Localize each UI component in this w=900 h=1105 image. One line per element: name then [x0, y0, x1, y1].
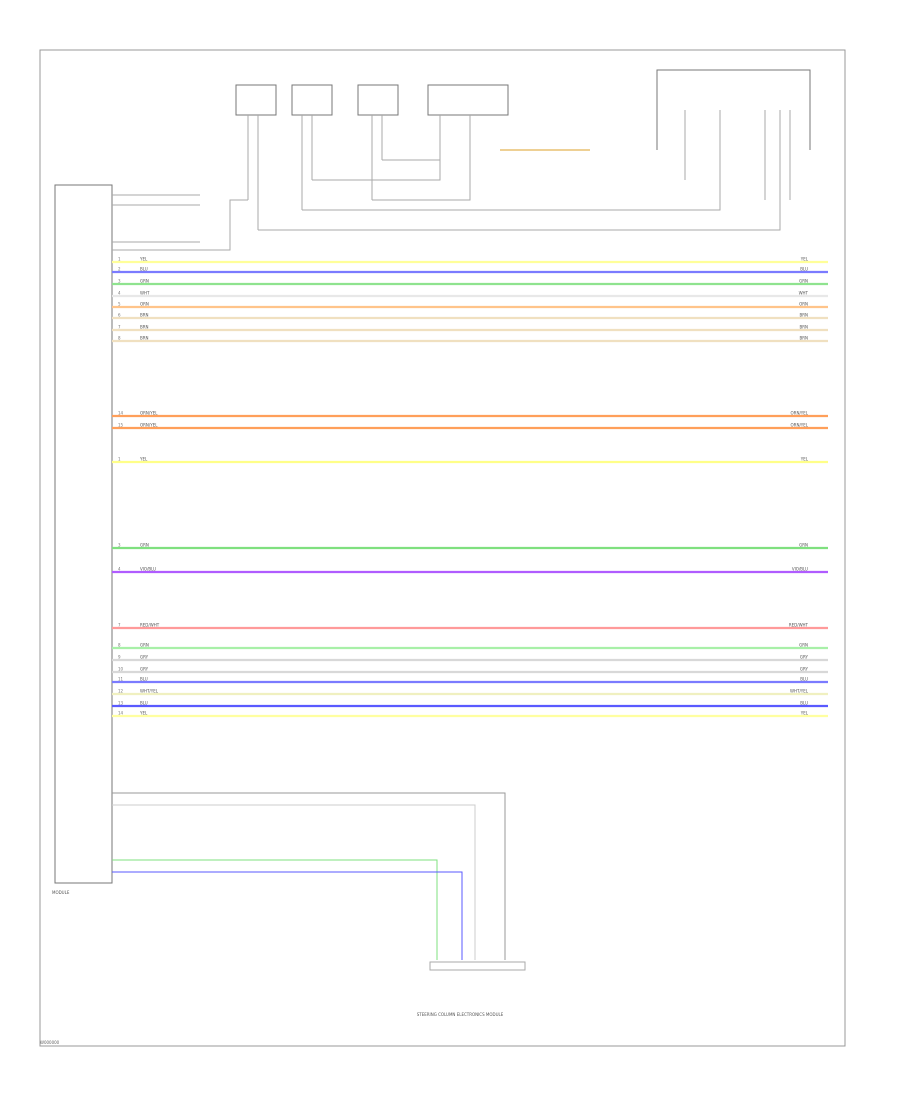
upper-pin-6: 7: [118, 325, 121, 330]
lower-end-label-7: GRY: [800, 655, 809, 660]
upper-end-label-0: YEL: [800, 257, 809, 262]
upper-end-label-4: ORN: [799, 302, 808, 307]
upper-color-label-3: WHT: [140, 291, 150, 296]
lower-color-label-4: VIO/BLU: [140, 567, 156, 572]
lower-color-label-12: YEL: [139, 711, 148, 716]
upper-end-label-2: GRN: [799, 279, 808, 284]
lower-color-label-0: ORN/YEL: [140, 411, 158, 416]
lower-end-label-9: BLU: [800, 677, 808, 682]
upper-pin-0: 1: [118, 257, 121, 262]
upper-color-label-0: YEL: [139, 257, 148, 262]
top-wiring: [112, 110, 791, 251]
lower-end-label-12: YEL: [800, 711, 809, 716]
lower-pin-7: 9: [118, 655, 121, 660]
lower-end-label-11: BLU: [800, 701, 808, 706]
upper-color-label-1: BLU: [140, 267, 148, 272]
lower-pin-0: 14: [118, 411, 124, 416]
lower-color-label-2: YEL: [139, 457, 148, 462]
frame: [39, 49, 846, 1047]
lower-pin-11: 13: [118, 701, 124, 706]
lower-color-label-10: WHT/YEL: [140, 689, 159, 694]
lower-end-label-10: WHT/YEL: [790, 689, 809, 694]
lower-color-label-8: GRY: [140, 667, 149, 672]
lower-color-label-11: BLU: [140, 701, 148, 706]
upper-color-label-6: BRN: [140, 325, 149, 330]
upper-end-label-3: WHT: [799, 291, 809, 296]
lower-end-label-6: GRN: [799, 643, 808, 648]
lower-color-label-3: GRN: [140, 543, 149, 548]
lower-end-label-0: ORN/YEL: [791, 411, 809, 416]
upper-pin-7: 8: [118, 336, 121, 341]
upper-color-label-5: BRN: [140, 313, 149, 318]
upper-pin-1: 2: [118, 267, 121, 272]
lower-pin-1: 15: [118, 423, 124, 428]
lower-pin-3: 3: [118, 543, 121, 548]
lower-pin-5: 7: [118, 623, 121, 628]
lower-pin-2: 1: [118, 457, 121, 462]
lower-end-label-5: RED/WHT: [789, 623, 809, 628]
upper-end-label-7: BRN: [799, 336, 808, 341]
upper-end-label-1: BLU: [800, 267, 808, 272]
lower-end-label-1: ORN/YEL: [791, 423, 809, 428]
lower-pin-8: 10: [118, 667, 124, 672]
upper-color-label-2: GRN: [140, 279, 149, 284]
bottom-wiring: [112, 792, 526, 971]
upper-color-label-7: BRN: [140, 336, 149, 341]
upper-pin-2: 3: [118, 279, 121, 284]
upper-pin-3: 4: [118, 291, 121, 296]
lower-end-label-2: YEL: [800, 457, 809, 462]
lower-color-label-7: GRY: [140, 655, 149, 660]
module-label: MODULE: [52, 890, 70, 895]
lower-pin-9: 11: [118, 677, 124, 682]
upper-pin-4: 5: [118, 302, 121, 307]
lower-pin-6: 8: [118, 643, 121, 648]
lower-color-label-6: GRN: [140, 643, 149, 648]
module-box: [54, 184, 113, 884]
lower-pin-4: 4: [118, 567, 121, 572]
footer-id: W000000: [40, 1040, 60, 1045]
upper-pin-5: 6: [118, 313, 121, 318]
top-components: [235, 69, 811, 150]
lower-pin-12: 14: [118, 711, 124, 716]
lower-end-label-3: GRN: [799, 543, 808, 548]
lower-color-label-1: ORN/YEL: [140, 423, 158, 428]
lower-color-label-9: BLU: [140, 677, 148, 682]
lower-end-label-8: GRY: [800, 667, 809, 672]
lower-pin-10: 12: [118, 689, 124, 694]
upper-end-label-6: BRN: [799, 325, 808, 330]
upper-end-label-5: BRN: [799, 313, 808, 318]
bottom-component-label: STEERING COLUMN ELECTRONICS MODULE: [416, 1012, 504, 1017]
upper-color-label-4: ORN: [140, 302, 149, 307]
lower-color-label-5: RED/WHT: [140, 623, 160, 628]
lower-end-label-4: VIO/BLU: [792, 567, 808, 572]
